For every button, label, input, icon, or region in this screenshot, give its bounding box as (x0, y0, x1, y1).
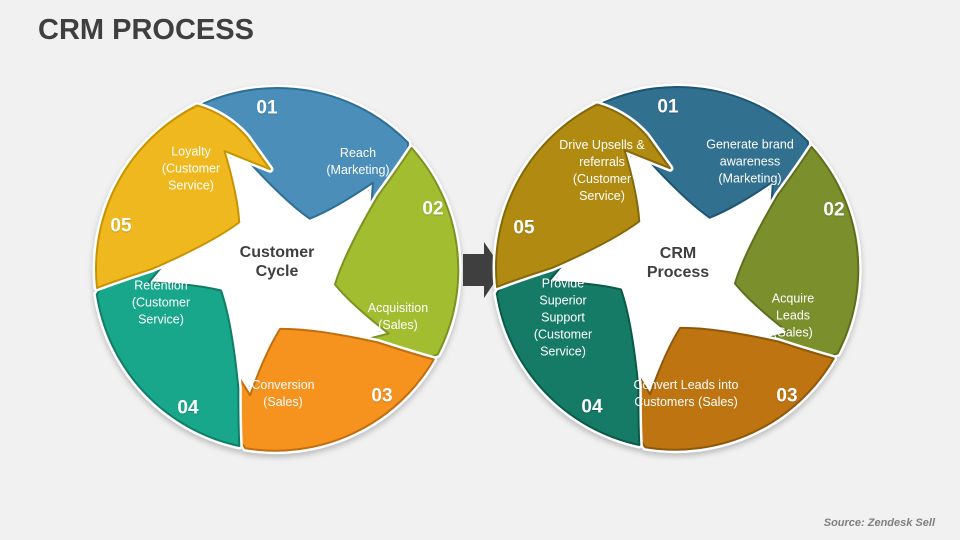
segment-label: Retention (Customer Service) (131, 278, 191, 327)
segment-label: Loyalty (Customer Service) (161, 144, 221, 193)
segment-number: 05 (513, 217, 535, 239)
segment-number: 01 (256, 97, 278, 119)
segment-number: 03 (776, 385, 798, 407)
segment-label: Provide Superior Support (Customer Servi… (533, 276, 593, 359)
diagram-center-label: CRM Process (646, 244, 710, 281)
crm-process-diagram (477, 68, 877, 468)
customer-cycle-diagram (77, 69, 477, 469)
segment-label: Drive Upsells & referrals (Customer Serv… (559, 138, 645, 203)
segment-number: 03 (371, 385, 393, 407)
segment-number: 04 (581, 396, 603, 418)
segment-number: 02 (422, 198, 444, 220)
diagram-center-label: Customer Cycle (239, 243, 315, 280)
segment-number: 02 (823, 199, 845, 221)
segment-label: Acquisition (Sales) (367, 301, 429, 332)
segment-number: 01 (657, 96, 679, 118)
segment-label: Conversion (Sales) (251, 378, 315, 409)
segment-label: Generate brand awareness (Marketing) (706, 137, 794, 186)
segment-label: Convert Leads into Customers (Sales) (633, 378, 739, 409)
segment-label: Reach (Marketing) (326, 146, 390, 177)
page-title: CRM PROCESS (38, 14, 254, 46)
segment-number: 04 (177, 397, 199, 419)
source-credit: Source: Zendesk Sell (823, 517, 935, 529)
segment-number: 05 (110, 215, 132, 237)
segment-label: Acquire Leads (Sales) (771, 291, 815, 340)
